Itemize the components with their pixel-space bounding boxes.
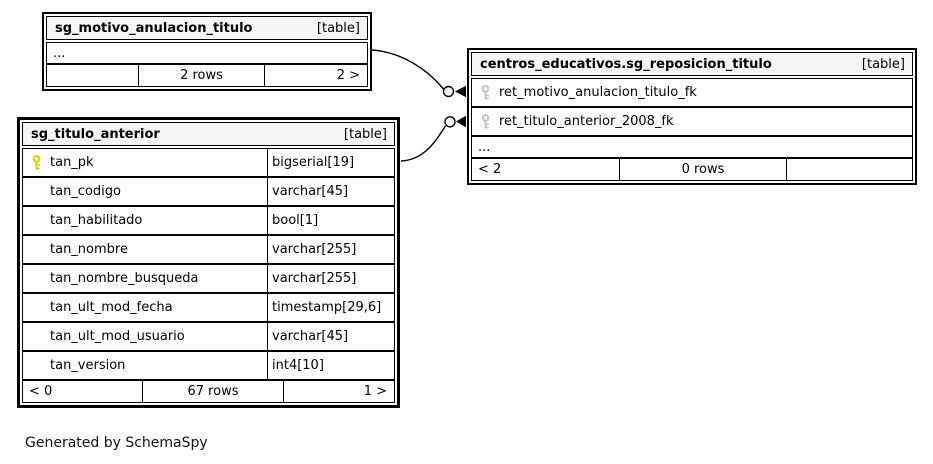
key-spacer [23, 323, 50, 350]
footer-children: 2 > [336, 68, 360, 83]
foreign-key-icon [472, 108, 499, 135]
column-type: varchar[45] [267, 178, 394, 205]
column-name: tan_nombre_busqueda [50, 271, 199, 286]
footer-parents: < 0 [23, 381, 143, 402]
column-type: bool[1] [267, 207, 394, 234]
table-row: tan_pk bigserial[19] [22, 148, 395, 177]
table-row: tan_nombre_busqueda varchar[255] [22, 264, 395, 293]
table-node-sg-titulo-anterior[interactable]: sg_titulo_anterior [table] tan_pk bigser… [17, 117, 400, 408]
edge-motivo-to-reposicion [371, 49, 466, 98]
table-row: tan_version int4[10] [22, 351, 395, 380]
column-type: int4[10] [267, 352, 394, 379]
column-name: ret_motivo_anulacion_titulo_fk [499, 85, 697, 100]
table-title[interactable]: centros_educativos.sg_reposicion_titulo [480, 56, 772, 72]
column-name: tan_version [50, 358, 126, 373]
generator-credit: Generated by SchemaSpy [25, 435, 208, 451]
table-node-sg-motivo-anulacion-titulo[interactable]: sg_motivo_anulacion_titulo [table] ... 2… [42, 12, 372, 91]
key-spacer [23, 294, 50, 321]
footer-children [787, 159, 912, 180]
footer-children: 1 > [363, 384, 387, 399]
column-name: tan_pk [50, 155, 94, 170]
column-type: timestamp[29,6] [267, 294, 394, 321]
hidden-columns-row: ... [471, 136, 913, 158]
table-badge: [table] [861, 56, 905, 72]
foreign-key-icon [472, 79, 499, 106]
column-type: varchar[255] [267, 265, 394, 292]
key-spacer [23, 236, 50, 263]
table-row: tan_habilitado bool[1] [22, 206, 395, 235]
column-type: bigserial[19] [267, 149, 394, 176]
column-type: varchar[45] [267, 323, 394, 350]
table-row: ret_motivo_anulacion_titulo_fk [471, 78, 913, 107]
footer-row-count: 67 rows [143, 381, 284, 402]
footer-parents [47, 65, 139, 86]
table-title[interactable]: sg_motivo_anulacion_titulo [55, 20, 253, 36]
key-spacer [23, 178, 50, 205]
key-spacer [23, 352, 50, 379]
table-header: centros_educativos.sg_reposicion_titulo … [471, 52, 913, 76]
column-name: tan_ult_mod_fecha [50, 300, 173, 315]
table-footer: < 2 0 rows [471, 158, 913, 181]
key-spacer [23, 207, 50, 234]
table-header: sg_motivo_anulacion_titulo [table] [46, 16, 368, 40]
table-row: tan_ult_mod_usuario varchar[45] [22, 322, 395, 351]
column-name: tan_ult_mod_usuario [50, 329, 185, 344]
table-footer: 2 rows 2 > [46, 64, 368, 87]
column-name: tan_habilitado [50, 213, 143, 228]
edge-titulo-anterior-to-reposicion [400, 115, 466, 162]
table-row: tan_codigo varchar[45] [22, 177, 395, 206]
footer-row-count: 2 rows [139, 65, 265, 86]
footer-row-count: 0 rows [620, 159, 787, 180]
table-row: tan_ult_mod_fecha timestamp[29,6] [22, 293, 395, 322]
primary-key-icon [23, 149, 50, 176]
table-header: sg_titulo_anterior [table] [22, 122, 395, 146]
column-type: varchar[255] [267, 236, 394, 263]
footer-parents: < 2 [472, 159, 620, 180]
table-title[interactable]: sg_titulo_anterior [31, 126, 160, 142]
table-row: ret_titulo_anterior_2008_fk [471, 107, 913, 136]
table-footer: < 0 67 rows 1 > [22, 380, 395, 403]
hidden-columns-row: ... [46, 42, 368, 64]
column-name: tan_codigo [50, 184, 121, 199]
key-spacer [23, 265, 50, 292]
column-name: tan_nombre [50, 242, 128, 257]
table-row: tan_nombre varchar[255] [22, 235, 395, 264]
table-node-sg-reposicion-titulo[interactable]: centros_educativos.sg_reposicion_titulo … [467, 48, 917, 185]
column-name: ret_titulo_anterior_2008_fk [499, 114, 674, 129]
table-badge: [table] [316, 20, 360, 36]
table-badge: [table] [343, 126, 387, 142]
